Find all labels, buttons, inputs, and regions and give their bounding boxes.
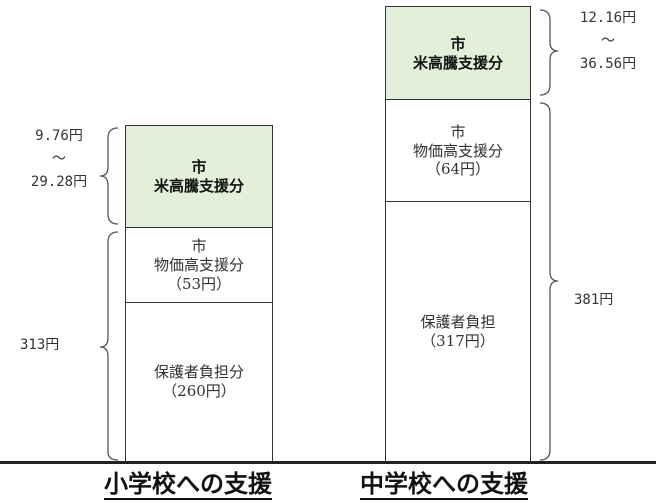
- elementary-rice-label: 米高騰支援分: [153, 177, 244, 195]
- elementary-rice-support-segment: 市 米高騰支援分: [125, 125, 273, 229]
- junior-high-rice-brace: [539, 9, 559, 96]
- elementary-rice-city-label: 市: [191, 158, 207, 177]
- junior-high-rice-range: 12.16円 ～ 36.56円: [564, 10, 652, 72]
- elementary-total: 313円: [20, 337, 60, 353]
- junior-high-price-city-label: 市: [450, 122, 466, 141]
- elementary-price-label: 物価高支援分: [153, 256, 244, 275]
- junior-high-total-brace: [539, 102, 559, 461]
- baseline-divider: [0, 461, 656, 464]
- junior-high-total: 381円: [574, 292, 614, 308]
- junior-high-rice-min: 12.16円: [579, 10, 637, 26]
- elementary-price-amount: （53円）: [166, 274, 232, 293]
- junior-high-price-label: 物価高支援分: [412, 141, 503, 160]
- elementary-guardian-segment: 保護者負担分 （260円）: [125, 302, 273, 462]
- junior-high-guardian-segment: 保護者負担 （317円）: [385, 201, 531, 462]
- elementary-rice-tilde: ～: [52, 150, 66, 167]
- junior-high-price-amount: （64円）: [425, 160, 491, 179]
- junior-high-price-support-segment: 市 物価高支援分 （64円）: [385, 99, 531, 203]
- junior-high-caption: 中学校への支援: [360, 469, 528, 500]
- elementary-caption: 小学校への支援: [104, 469, 272, 500]
- junior-high-rice-city-label: 市: [450, 34, 466, 53]
- junior-high-rice-max: 36.56円: [579, 55, 637, 72]
- elementary-rice-min: 9.76円: [35, 128, 83, 144]
- junior-high-rice-label: 米高騰支援分: [412, 53, 503, 72]
- elementary-guardian-amount: （260円）: [162, 382, 236, 400]
- junior-high-guardian-amount: （317円）: [421, 331, 495, 350]
- elementary-price-city-label: 市: [191, 237, 207, 256]
- elementary-price-support-segment: 市 物価高支援分 （53円）: [125, 227, 273, 304]
- junior-high-rice-tilde: ～: [601, 32, 615, 49]
- elementary-rice-max: 29.28円: [30, 173, 88, 190]
- junior-high-rice-support-segment: 市 米高騰支援分: [385, 6, 531, 101]
- junior-high-guardian-label: 保護者負担: [420, 312, 496, 331]
- elementary-guardian-label: 保護者負担分: [153, 363, 244, 382]
- elementary-rice-brace: [99, 127, 119, 225]
- elementary-rice-range: 9.76円 ～ 29.28円: [18, 128, 100, 190]
- elementary-total-brace: [99, 231, 119, 461]
